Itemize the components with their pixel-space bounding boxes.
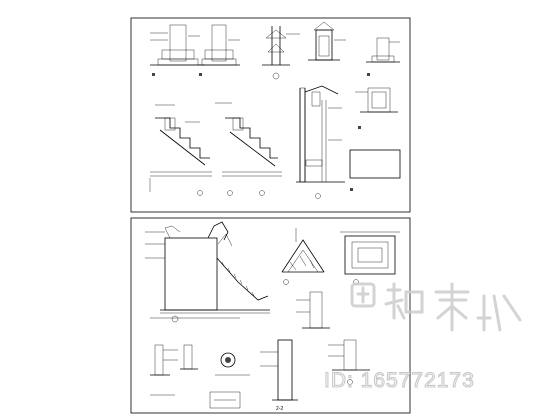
watermark-logo xyxy=(350,282,522,332)
detail-post xyxy=(366,37,400,76)
detail-gable xyxy=(281,228,325,285)
detail-footing-left xyxy=(150,344,178,396)
bottom-sheet: 2-2 xyxy=(130,217,411,414)
detail-post-bottom xyxy=(296,291,330,329)
detail-wall-base-1 xyxy=(150,24,205,76)
detail-chimney xyxy=(308,21,346,61)
bottom-sheet-border xyxy=(130,217,411,414)
detail-column-cap xyxy=(262,26,300,80)
detail-column-small xyxy=(180,344,198,370)
top-sheet xyxy=(130,17,411,213)
detail-wall-section-tall xyxy=(296,85,345,199)
detail-section-2-2: 2-2 xyxy=(260,339,298,412)
detail-stair-section-1 xyxy=(149,104,212,196)
watermark: ID: 165772173 xyxy=(323,282,522,393)
detail-window-panel xyxy=(340,231,400,285)
detail-circle-ornament xyxy=(209,352,250,409)
detail-wall-base-2 xyxy=(198,24,240,76)
detail-eave-small xyxy=(355,87,398,129)
detail-brick-elevation xyxy=(349,149,401,191)
top-sheet-border xyxy=(130,17,411,213)
detail-footing-right xyxy=(328,339,370,385)
section-label-2-2: 2-2 xyxy=(276,406,283,412)
detail-board-elevation xyxy=(145,221,270,323)
detail-stair-section-2 xyxy=(215,102,282,196)
watermark-id: ID: 165772173 xyxy=(324,369,475,392)
